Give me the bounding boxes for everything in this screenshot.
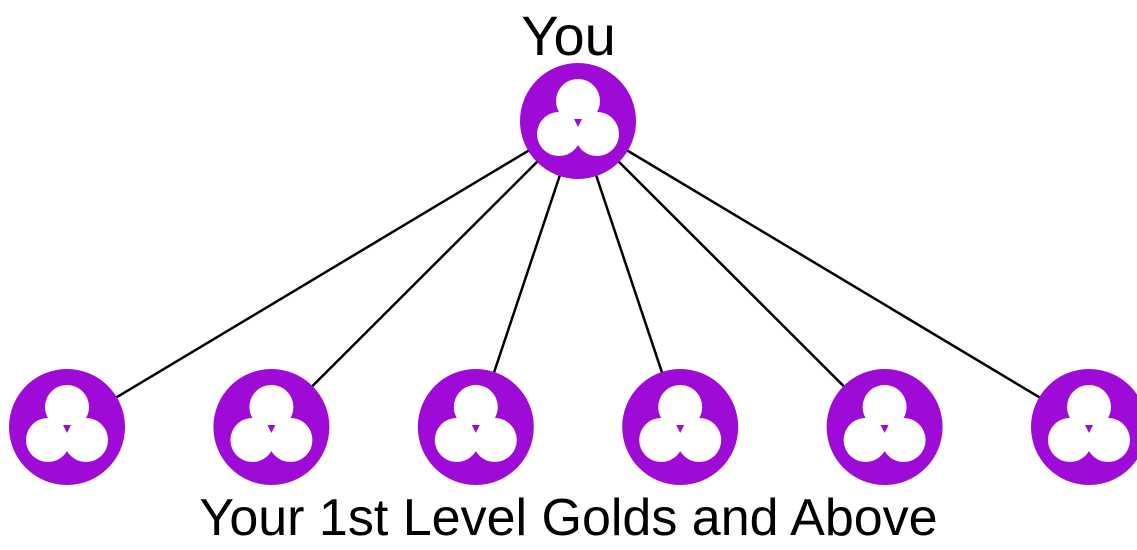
bottom-node-5-three-circle-cluster-icon[interactable] <box>826 369 943 485</box>
bottom-node-6-three-circle-cluster-icon[interactable] <box>1031 369 1137 485</box>
bottom-level-label: Your 1st Level Golds and Above <box>199 489 938 547</box>
bottom-node-4-three-circle-cluster-icon[interactable] <box>622 369 739 485</box>
bottom-node-1-three-circle-cluster-icon[interactable] <box>9 369 125 485</box>
connector-line-1 <box>66 119 579 429</box>
connector-line-5 <box>577 120 886 428</box>
nodes-layer <box>9 63 1137 485</box>
connector-line-2 <box>270 120 579 428</box>
connector-line-6 <box>577 119 1090 429</box>
top-node-three-circle-cluster-icon[interactable] <box>520 63 636 179</box>
top-node-label: You <box>521 4 616 67</box>
bottom-node-3-three-circle-cluster-icon[interactable] <box>417 369 534 485</box>
bottom-node-2-three-circle-cluster-icon[interactable] <box>213 369 330 485</box>
